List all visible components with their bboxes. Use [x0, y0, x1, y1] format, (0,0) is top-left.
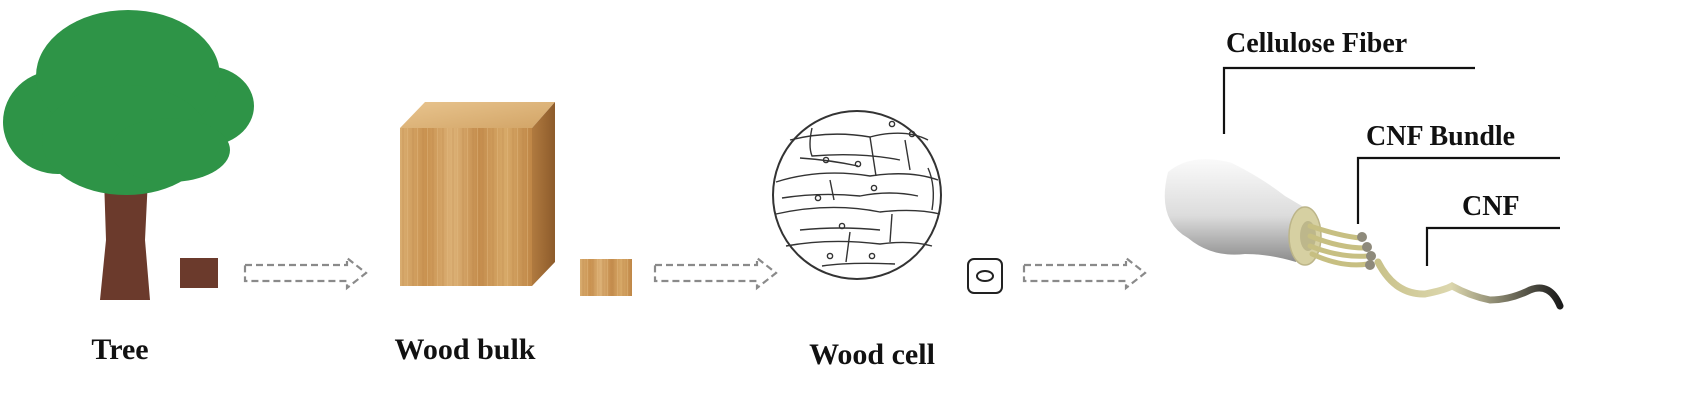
wood-cell-circle [772, 110, 942, 280]
callout-lines [1222, 66, 1560, 266]
dashed-arrow-3 [1022, 255, 1147, 291]
tree-trunk [100, 178, 150, 300]
callout-cnf-bundle [1356, 156, 1560, 224]
label-wood-bulk: Wood bulk [394, 333, 536, 366]
callout-cnf [1425, 226, 1560, 266]
tree-illustration [3, 10, 254, 300]
cellulose-fiber-body [1164, 159, 1312, 262]
label-wood-cell: Wood cell [809, 338, 935, 371]
dashed-arrow-1 [243, 255, 368, 291]
dashed-arrow-2 [653, 255, 778, 291]
label-cellulose-fiber: Cellulose Fiber [1226, 28, 1408, 59]
tree-sample-square [180, 258, 218, 288]
label-cnf: CNF [1462, 191, 1520, 222]
tree-foliage [3, 10, 254, 195]
callout-cellulose-fiber [1222, 66, 1475, 134]
label-cnf-bundle: CNF Bundle [1366, 121, 1516, 152]
cell-sample-icon [967, 258, 1003, 294]
single-cnf-strand [1374, 258, 1564, 310]
cellulose-fiber-illustration [1164, 159, 1564, 310]
label-tree: Tree [91, 333, 149, 366]
wood-block [400, 102, 555, 286]
cnf-bundle-strands [1307, 223, 1371, 268]
